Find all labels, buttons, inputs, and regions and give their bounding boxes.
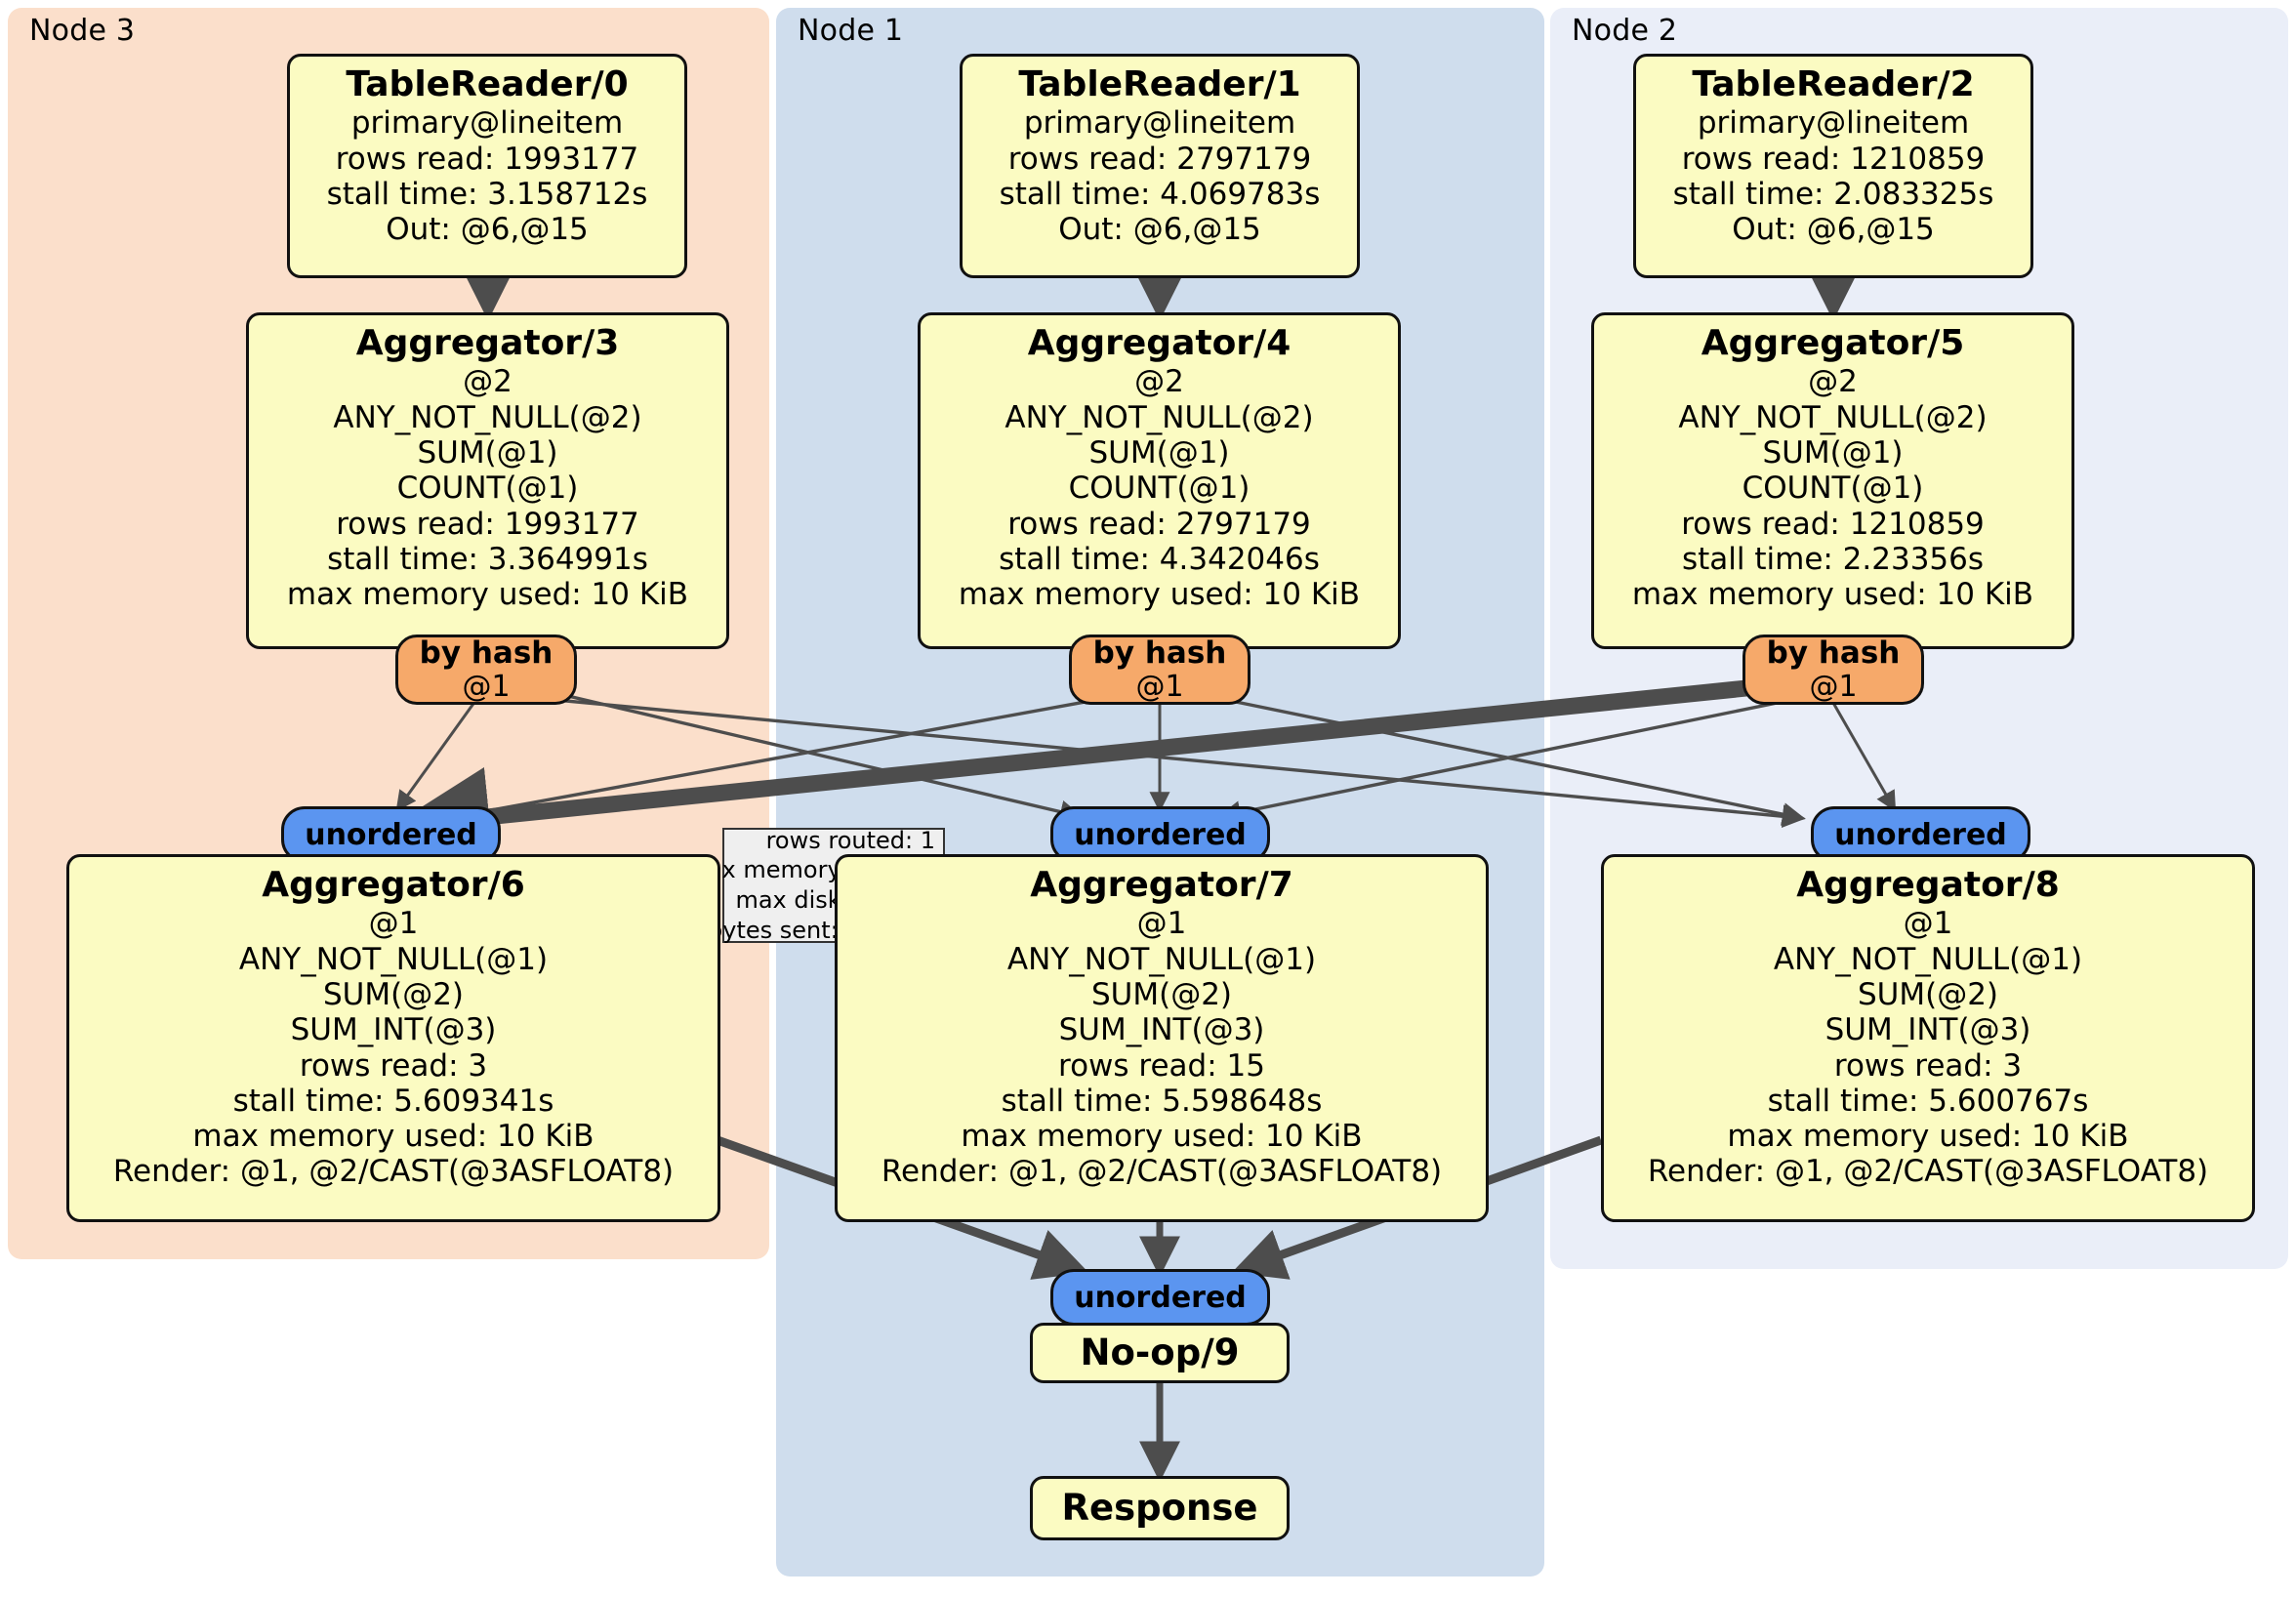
hash-router-node3-label: by hash (419, 635, 554, 672)
aggregator-4-rows-read: rows read: 2797179 (1007, 506, 1311, 542)
response-node[interactable]: Response (1030, 1476, 1290, 1540)
aggregator-6-stall-time: stall time: 5.609341s (232, 1083, 554, 1119)
cluster-label-node2: Node 2 (1572, 14, 1678, 48)
aggregator-8-agg-3: SUM_INT(@3) (1824, 1012, 2031, 1048)
aggregator-4-group-by: @2 (1134, 364, 1184, 400)
aggregator-7-render: Render: @1, @2/CAST(@3ASFLOAT8) (881, 1154, 1443, 1190)
aggregator-7-title: Aggregator/7 (1030, 865, 1293, 905)
aggregator-4-node[interactable]: Aggregator/4 @2 ANY_NOT_NULL(@2) SUM(@1)… (918, 312, 1401, 649)
aggregator-5-node[interactable]: Aggregator/5 @2 ANY_NOT_NULL(@2) SUM(@1)… (1591, 312, 2074, 649)
aggregator-7-agg-3: SUM_INT(@3) (1058, 1012, 1265, 1048)
table-reader-2-out: Out: @6,@15 (1732, 212, 1935, 248)
aggregator-4-agg-1: ANY_NOT_NULL(@2) (1004, 399, 1314, 435)
table-reader-0-title: TableReader/0 (346, 64, 629, 104)
aggregator-7-node[interactable]: Aggregator/7 @1 ANY_NOT_NULL(@1) SUM(@2)… (835, 854, 1489, 1222)
table-reader-2-stall-time: stall time: 2.083325s (1672, 177, 1994, 212)
table-reader-2-table: primary@lineitem (1697, 105, 1970, 142)
hash-router-node3-column: @1 (462, 669, 511, 704)
no-op-9-node[interactable]: No-op/9 (1030, 1323, 1290, 1383)
aggregator-5-group-by: @2 (1808, 364, 1858, 400)
aggregator-7-stall-time: stall time: 5.598648s (1001, 1083, 1323, 1119)
aggregator-8-title: Aggregator/8 (1796, 865, 2060, 905)
aggregator-3-node[interactable]: Aggregator/3 @2 ANY_NOT_NULL(@2) SUM(@1)… (246, 312, 729, 649)
aggregator-4-title: Aggregator/4 (1027, 323, 1292, 363)
aggregator-6-max-memory: max memory used: 10 KiB (192, 1119, 594, 1155)
aggregator-3-agg-2: SUM(@1) (417, 435, 558, 471)
table-reader-0-stall-time: stall time: 3.158712s (326, 177, 648, 212)
hash-router-node2[interactable]: by hash @1 (1742, 635, 1924, 705)
unordered-synchronizer-final[interactable]: unordered (1050, 1269, 1270, 1326)
aggregator-3-stall-time: stall time: 3.364991s (327, 541, 648, 577)
table-reader-1-out: Out: @6,@15 (1058, 212, 1261, 248)
table-reader-0-table: primary@lineitem (350, 105, 624, 142)
aggregator-7-rows-read: rows read: 15 (1058, 1047, 1265, 1084)
aggregator-3-rows-read: rows read: 1993177 (336, 506, 639, 542)
aggregator-6-render: Render: @1, @2/CAST(@3ASFLOAT8) (112, 1154, 675, 1190)
aggregator-8-max-memory: max memory used: 10 KiB (1727, 1119, 2129, 1155)
aggregator-4-stall-time: stall time: 4.342046s (999, 541, 1320, 577)
aggregator-6-agg-3: SUM_INT(@3) (290, 1012, 497, 1048)
table-reader-1-stall-time: stall time: 4.069783s (999, 177, 1321, 212)
table-reader-1-title: TableReader/1 (1018, 64, 1301, 104)
aggregator-6-title: Aggregator/6 (262, 865, 525, 905)
table-reader-2-rows-read: rows read: 1210859 (1681, 141, 1986, 177)
aggregator-7-group-by: @1 (1136, 906, 1187, 942)
hash-router-node1[interactable]: by hash @1 (1069, 635, 1250, 705)
table-reader-2-title: TableReader/2 (1692, 64, 1975, 104)
response-title: Response (1061, 1487, 1258, 1530)
aggregator-6-agg-1: ANY_NOT_NULL(@1) (238, 941, 549, 977)
table-reader-1-node[interactable]: TableReader/1 primary@lineitem rows read… (960, 54, 1360, 278)
aggregator-5-agg-1: ANY_NOT_NULL(@2) (1678, 399, 1988, 435)
aggregator-7-agg-2: SUM(@2) (1090, 977, 1233, 1012)
no-op-9-title: No-op/9 (1080, 1331, 1240, 1374)
aggregator-3-title: Aggregator/3 (355, 323, 620, 363)
aggregator-5-max-memory: max memory used: 10 KiB (1631, 577, 2034, 613)
table-reader-1-table: primary@lineitem (1023, 105, 1296, 142)
aggregator-5-agg-3: COUNT(@1) (1742, 471, 1924, 507)
aggregator-4-max-memory: max memory used: 10 KiB (958, 577, 1361, 613)
table-reader-0-node[interactable]: TableReader/0 primary@lineitem rows read… (287, 54, 687, 278)
aggregator-5-title: Aggregator/5 (1701, 323, 1965, 363)
aggregator-5-agg-2: SUM(@1) (1762, 435, 1904, 471)
aggregator-8-agg-2: SUM(@2) (1857, 977, 1999, 1012)
aggregator-8-node[interactable]: Aggregator/8 @1 ANY_NOT_NULL(@1) SUM(@2)… (1601, 854, 2255, 1222)
unordered-synchronizer-node2[interactable]: unordered (1811, 806, 2030, 863)
aggregator-5-rows-read: rows read: 1210859 (1681, 506, 1985, 542)
aggregator-6-node[interactable]: Aggregator/6 @1 ANY_NOT_NULL(@1) SUM(@2)… (66, 854, 720, 1222)
table-reader-0-rows-read: rows read: 1993177 (335, 141, 639, 177)
hash-router-node2-label: by hash (1766, 635, 1901, 672)
aggregator-3-group-by: @2 (463, 364, 512, 400)
aggregator-6-rows-read: rows read: 3 (299, 1047, 488, 1084)
hash-router-node3[interactable]: by hash @1 (395, 635, 577, 705)
aggregator-6-group-by: @1 (368, 906, 419, 942)
stat-rows-routed: rows routed: 1 (765, 826, 935, 854)
hash-router-node1-label: by hash (1092, 635, 1227, 672)
hash-router-node1-column: @1 (1135, 669, 1184, 704)
aggregator-8-group-by: @1 (1903, 906, 1953, 942)
aggregator-4-agg-3: COUNT(@1) (1068, 471, 1250, 507)
aggregator-7-max-memory: max memory used: 10 KiB (961, 1119, 1363, 1155)
aggregator-3-agg-1: ANY_NOT_NULL(@2) (333, 399, 642, 435)
cluster-label-node1: Node 1 (798, 14, 904, 48)
aggregator-8-agg-1: ANY_NOT_NULL(@1) (1773, 941, 2083, 977)
hash-router-node2-column: @1 (1809, 669, 1858, 704)
aggregator-3-max-memory: max memory used: 10 KiB (286, 577, 689, 613)
aggregator-5-stall-time: stall time: 2.23356s (1681, 541, 1985, 577)
aggregator-8-render: Render: @1, @2/CAST(@3ASFLOAT8) (1647, 1154, 2209, 1190)
cluster-label-node3: Node 3 (29, 14, 136, 48)
aggregator-3-agg-3: COUNT(@1) (396, 471, 579, 507)
aggregator-6-agg-2: SUM(@2) (322, 977, 465, 1012)
aggregator-8-rows-read: rows read: 3 (1833, 1047, 2023, 1084)
table-reader-2-node[interactable]: TableReader/2 primary@lineitem rows read… (1633, 54, 2033, 278)
aggregator-8-stall-time: stall time: 5.600767s (1767, 1083, 2089, 1119)
aggregator-4-agg-2: SUM(@1) (1088, 435, 1230, 471)
aggregator-7-agg-1: ANY_NOT_NULL(@1) (1006, 941, 1317, 977)
table-reader-1-rows-read: rows read: 2797179 (1007, 141, 1312, 177)
table-reader-0-out: Out: @6,@15 (386, 212, 589, 248)
